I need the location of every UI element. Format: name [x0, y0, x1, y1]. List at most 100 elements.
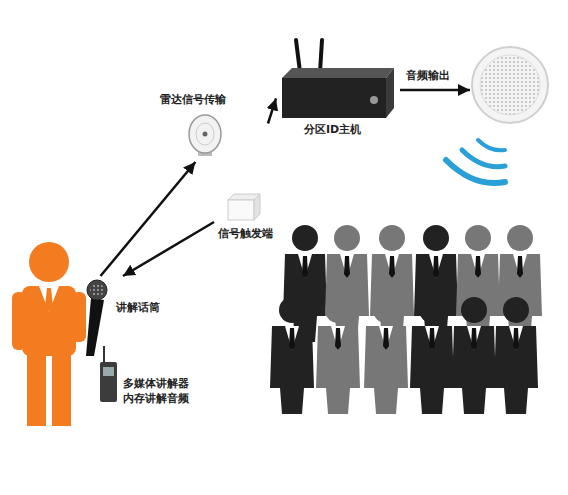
sound-wave	[446, 160, 505, 183]
audience-figure	[494, 297, 538, 414]
signal-arrow	[268, 98, 276, 123]
figure-head	[419, 297, 445, 323]
figure-head	[279, 297, 305, 323]
audience-figure	[456, 225, 500, 342]
person-tie	[45, 288, 53, 312]
figure-head	[379, 225, 405, 251]
device-label: 分区ID主机	[304, 122, 361, 137]
dish-feed	[203, 132, 208, 137]
figure-body	[410, 326, 454, 414]
media-player: 多媒体讲解器 内存讲解音频	[95, 356, 207, 414]
figure-head	[373, 297, 399, 323]
audience-figure	[452, 297, 496, 414]
device-label: 雷达信号传输	[160, 92, 226, 107]
sound-wave	[462, 150, 505, 167]
figure-shirt	[340, 254, 354, 278]
signal-label: 音频输出	[406, 68, 450, 83]
figure-body	[452, 326, 496, 414]
figure-tie	[302, 256, 308, 278]
figure-tie	[289, 328, 295, 350]
figure-head	[334, 225, 360, 251]
figure-shirt	[298, 254, 312, 278]
player-antenna	[103, 346, 105, 362]
audience-figure	[414, 225, 458, 342]
figure-head	[507, 225, 533, 251]
figure-head	[325, 297, 351, 323]
audience-figure	[370, 225, 414, 342]
host-top	[282, 68, 394, 78]
figure-shirt	[429, 254, 443, 278]
figure-tie	[383, 328, 389, 350]
figure-body	[270, 326, 314, 414]
person-shirt	[39, 286, 59, 312]
figure-shirt	[285, 326, 299, 350]
radar-dish: 雷达信号传输	[158, 92, 268, 162]
mic-head	[87, 280, 107, 300]
signal-arrow	[123, 222, 214, 276]
figure-body	[494, 326, 538, 414]
person-leg	[52, 350, 71, 426]
audience-figure	[325, 225, 369, 342]
mic-handle	[86, 298, 104, 356]
dish-ring	[196, 123, 214, 145]
figure-tie	[433, 256, 439, 278]
figure-head	[292, 225, 318, 251]
speaker-grill	[480, 55, 540, 115]
trigger-unit: 信号触发端	[214, 190, 288, 243]
player-screen	[103, 367, 114, 376]
host-unit: 分区ID主机	[276, 36, 398, 140]
figure-shirt	[467, 326, 481, 350]
figure-shirt	[425, 326, 439, 350]
device-label: 信号触发端	[218, 226, 273, 241]
host-side	[386, 68, 394, 118]
figure-tie	[344, 256, 350, 278]
trigger-box	[228, 200, 254, 220]
figure-tie	[429, 328, 435, 350]
figure-tie	[471, 328, 477, 350]
figure-body	[316, 326, 360, 414]
figure-shirt	[331, 326, 345, 350]
audience-figure	[270, 297, 314, 414]
microphone: 讲解话筒	[78, 276, 168, 360]
device-label: 多媒体讲解器 内存讲解音频	[123, 376, 196, 407]
crowd	[270, 225, 542, 414]
audience-figure	[283, 225, 327, 342]
figure-shirt	[509, 326, 523, 350]
mic-grill	[90, 283, 104, 297]
person-body	[22, 286, 76, 356]
host-box	[282, 78, 386, 118]
sound-wave	[478, 140, 505, 150]
figure-tie	[475, 256, 481, 278]
figure-head	[503, 297, 529, 323]
audience-figure	[364, 297, 408, 414]
figure-shirt	[385, 254, 399, 278]
figure-tie	[513, 328, 519, 350]
figure-head	[423, 225, 449, 251]
audience-figure	[410, 297, 454, 414]
player	[100, 362, 117, 402]
figure-shirt	[379, 326, 393, 350]
figure-tie	[517, 256, 523, 278]
figure-head	[461, 297, 487, 323]
host-knob	[370, 96, 378, 104]
figure-tie	[335, 328, 341, 350]
audience-figure	[316, 297, 360, 414]
figure-shirt	[471, 254, 485, 278]
antenna	[296, 40, 300, 72]
audio-arrow	[400, 89, 470, 92]
person-head	[29, 242, 69, 282]
trigger-side	[254, 194, 260, 220]
signal-arrow	[101, 162, 196, 276]
speaker	[472, 47, 548, 123]
antenna	[320, 40, 322, 72]
audience-figure	[498, 225, 542, 342]
person-leg	[27, 350, 46, 426]
figure-head	[465, 225, 491, 251]
figure-shirt	[513, 254, 527, 278]
figure-tie	[389, 256, 395, 278]
dish	[189, 115, 221, 153]
device-label: 讲解话筒	[116, 300, 160, 315]
